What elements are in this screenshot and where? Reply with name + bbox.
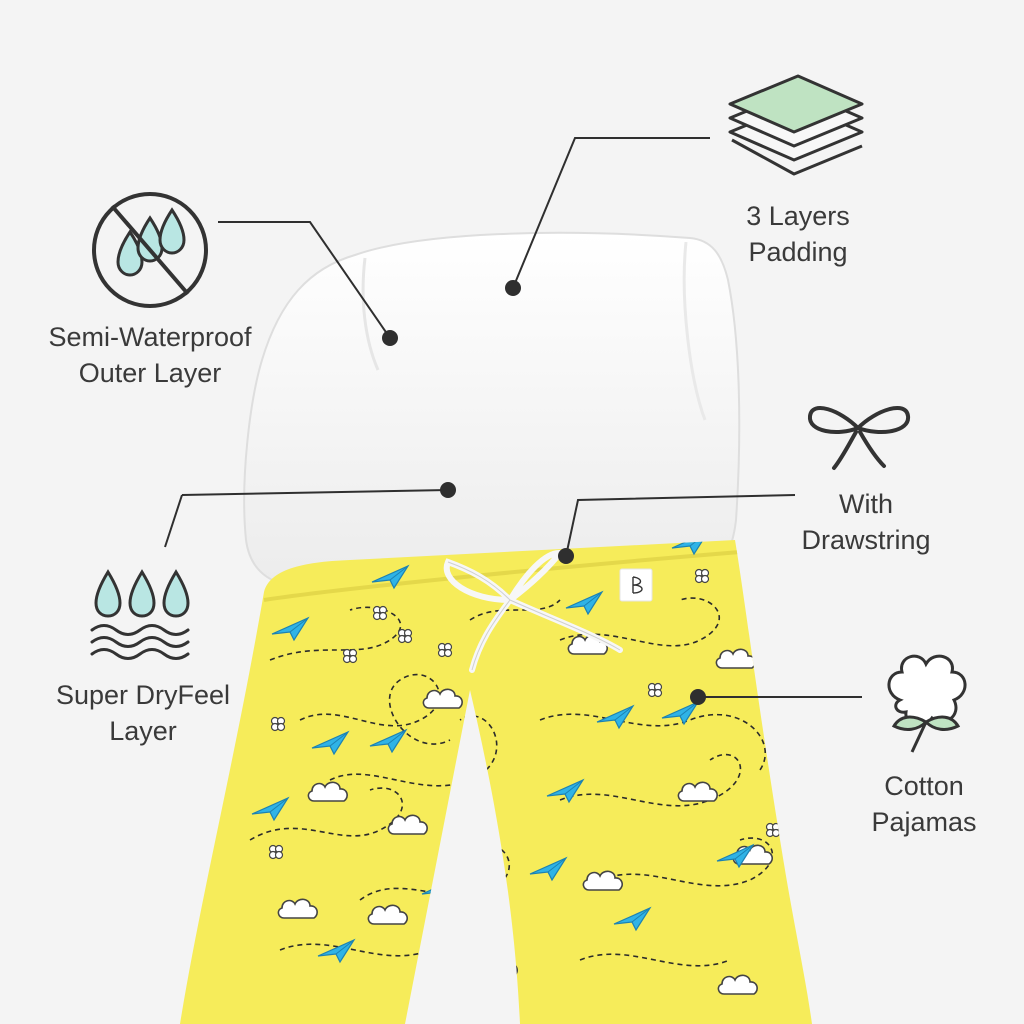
- feature-line-2: Pajamas: [871, 807, 977, 837]
- water-waves-icon: [90, 569, 190, 660]
- feature-line-2: Padding: [748, 237, 848, 267]
- feature-label-three-layers: 3 Layers Padding: [700, 198, 896, 270]
- feature-line-1: Cotton: [884, 771, 964, 801]
- feature-label-cotton-pajamas: Cotton Pajamas: [838, 768, 1010, 840]
- feature-line-1: 3 Layers: [746, 201, 850, 231]
- feature-label-drawstring: With Drawstring: [766, 486, 966, 558]
- callout-dots: [382, 280, 706, 705]
- feature-line-1: With: [839, 489, 893, 519]
- no-water-icon: [92, 192, 208, 308]
- feature-line-1: Semi-Waterproof: [48, 322, 252, 352]
- feature-label-super-dryfeel: Super DryFeel Layer: [38, 677, 248, 749]
- cotton-flower-icon: [887, 654, 967, 753]
- cotton-pajamas-image: [180, 540, 812, 1024]
- layers-icon: [728, 74, 864, 176]
- feature-line-2: Layer: [109, 716, 177, 746]
- feature-line-1: Super DryFeel: [55, 680, 231, 710]
- bow-icon: [808, 406, 910, 470]
- feature-label-semi-waterproof: Semi-Waterproof Outer Layer: [30, 319, 270, 391]
- feature-line-2: Outer Layer: [78, 358, 222, 388]
- padded-insert-image: [243, 231, 741, 587]
- feature-line-2: Drawstring: [801, 525, 931, 555]
- callout-lines: [164, 137, 862, 698]
